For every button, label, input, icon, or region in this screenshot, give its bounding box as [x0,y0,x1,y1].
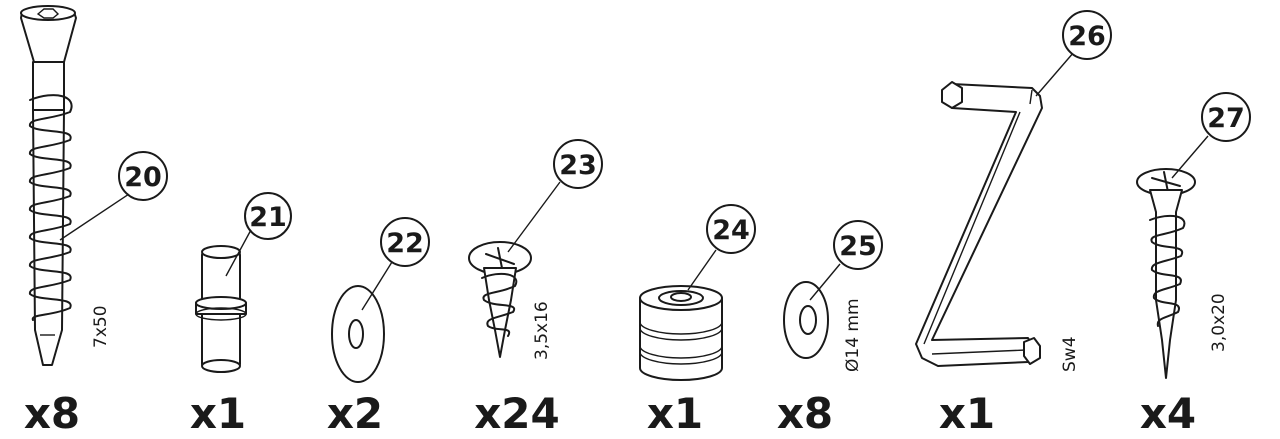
part-22-leader-line [361,261,393,311]
part-27-size-label: 3,0x20 [1209,293,1229,352]
part-20-leader-line [59,191,133,241]
part-26-size-label: Sw4 [1060,336,1080,372]
part-23-callout-circle [553,139,603,189]
part-25-size-label: Ø14 mm [843,298,863,372]
part-22: 22 x2 [327,217,430,438]
part-27: 3,0x20 27 x4 [1136,92,1251,438]
part-24: 24 x1 [639,204,756,438]
small-washer-illustration [783,281,829,359]
washer-illustration [331,285,385,383]
hex-key-illustration [915,81,1043,367]
large-screw-illustration [20,5,77,366]
part-21-leader-line [225,227,253,277]
small-screw-illustration [1136,168,1196,379]
part-25-quantity: x8 [777,389,833,438]
part-20-size-label: 7x50 [91,305,111,348]
part-26-callout-circle [1062,10,1112,60]
part-26-callout-number: 26 [1068,21,1106,52]
part-26: Sw4 26 x1 [915,10,1112,438]
part-23-size-label: 3,5x16 [532,301,552,360]
part-21-quantity: x1 [190,389,246,438]
part-23: 3,5x16 23 x24 [468,139,603,438]
part-24-leader-line [687,249,717,291]
part-27-callout-number: 27 [1207,103,1245,134]
part-27-quantity: x4 [1140,389,1196,438]
part-23-callout-number: 23 [559,150,597,181]
part-22-callout-number: 22 [386,228,424,259]
part-25-leader-line [809,263,841,301]
part-27-leader-line [1171,135,1209,179]
dowel-pin-illustration [195,245,247,373]
part-20: 7x50 20 x8 [20,5,168,438]
part-25-callout-number: 25 [839,231,877,262]
part-25-callout-circle [833,220,883,270]
part-24-callout-number: 24 [712,215,750,246]
part-24-callout-circle [706,204,756,254]
part-20-quantity: x8 [24,389,80,438]
part-25: Ø14 mm 25 x8 [777,220,883,438]
part-23-quantity: x24 [474,389,560,438]
wood-screw-illustration [468,241,532,358]
part-22-callout-circle [380,217,430,267]
part-21: 21 x1 [190,192,292,438]
part-20-callout-circle [118,151,168,201]
part-27-callout-circle [1201,92,1251,142]
part-24-quantity: x1 [647,389,703,438]
part-26-leader-line [1035,51,1075,97]
part-20-callout-number: 20 [124,162,162,193]
part-26-quantity: x1 [939,389,995,438]
part-22-quantity: x2 [327,389,383,438]
part-23-leader-line [507,181,561,253]
part-21-callout-circle [244,192,292,240]
part-21-callout-number: 21 [249,202,287,233]
spacer-illustration [639,285,723,381]
